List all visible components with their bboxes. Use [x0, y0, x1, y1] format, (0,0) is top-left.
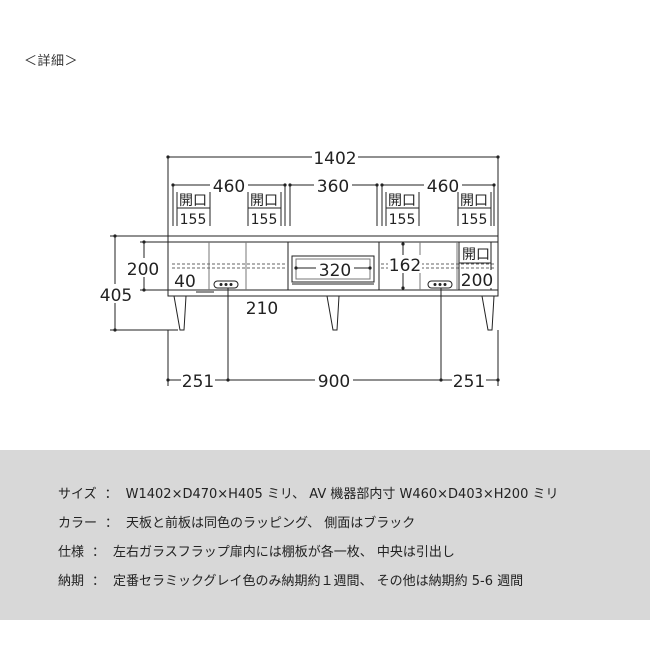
spec-row-size: サイズ：W1402×D470×H405 ミリ、 AV 機器部内寸 W460×D4…: [58, 483, 558, 502]
dim-360: 360: [317, 177, 349, 197]
outlet-left: [213, 280, 239, 289]
spec-panel: サイズ：W1402×D470×H405 ミリ、 AV 機器部内寸 W460×D4…: [0, 450, 650, 620]
opening-label-right-a: 開口: [388, 193, 416, 209]
dim-460-left: 460: [213, 177, 245, 197]
dim-900: 900: [318, 372, 350, 392]
tv-board-dimension-drawing: 1402 460 360 460 開口 開口 開口 開口 15: [100, 147, 500, 392]
dim-251-right: 251: [453, 372, 485, 392]
opening-label-right-b: 開口: [460, 193, 488, 209]
spec-label: 納期: [58, 574, 85, 589]
dim-1402: 1402: [313, 149, 356, 169]
spec-label: 仕様: [58, 545, 85, 560]
dim-405: 405: [100, 286, 132, 306]
dim-vertical-left: [110, 234, 178, 332]
dim-200-left: 200: [127, 260, 159, 280]
opening-label-left-b: 開口: [250, 193, 278, 209]
dim-155-right-b: 155: [461, 212, 488, 228]
dim-155-right-a: 155: [389, 212, 416, 228]
cabinet-legs: [173, 295, 495, 331]
opening-label-left-a: 開口: [179, 193, 207, 209]
spec-row-color: カラー：天板と前板は同色のラッピング、 側面はブラック: [58, 512, 415, 531]
outlet-right: [427, 280, 453, 289]
dim-210: 210: [246, 299, 278, 319]
dim-155-left-b: 155: [251, 212, 278, 228]
dim-162: 162: [389, 256, 421, 276]
spec-value: 左右ガラスフラップ扉内には棚板が各一枚、 中央は引出し: [113, 545, 455, 560]
spec-value: 天板と前板は同色のラッピング、 側面はブラック: [126, 516, 416, 531]
dim-155-left-a: 155: [180, 212, 207, 228]
dim-40: 40: [174, 272, 196, 292]
spec-label: カラー: [58, 516, 98, 531]
spec-label: サイズ: [58, 487, 97, 502]
opening-label-right-inner: 開口: [462, 247, 490, 263]
spec-row-features: 仕様：左右ガラスフラップ扉内には棚板が各一枚、 中央は引出し: [58, 541, 455, 560]
spec-row-delivery: 納期：定番セラミックグレイ色のみ納期約１週間、 その他は納期約 5-6 週間: [58, 570, 523, 589]
spec-value: W1402×D470×H405 ミリ、 AV 機器部内寸 W460×D403×H…: [125, 487, 559, 502]
dim-251-left: 251: [182, 372, 214, 392]
page-heading: ＜詳細＞: [24, 54, 79, 69]
spec-value: 定番セラミックグレイ色のみ納期約１週間、 その他は納期約 5-6 週間: [113, 574, 524, 589]
dim-200-right: 200: [461, 271, 493, 291]
dim-460-right: 460: [427, 177, 459, 197]
dim-320: 320: [319, 261, 351, 281]
